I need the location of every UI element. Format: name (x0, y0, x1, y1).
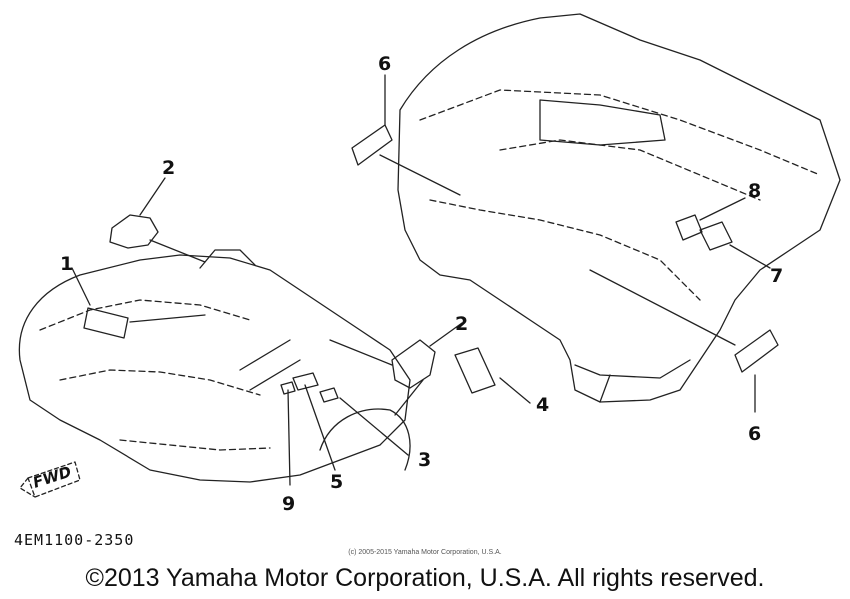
rear-fender-rack (539, 99, 691, 403)
callout-3: 3 (418, 449, 431, 471)
fwd-arrow-box (19, 461, 81, 498)
small-copyright: (c) 2005-2015 Yamaha Motor Corporation, … (348, 549, 502, 556)
front-fender-inner (39, 299, 271, 451)
label-6-upper-shape (351, 124, 393, 166)
leader-lines (71, 74, 771, 486)
label-1-shape (83, 307, 129, 339)
label-5-shape (292, 372, 319, 391)
callout-2-lower: 2 (455, 313, 468, 335)
label-8-shape (675, 214, 703, 241)
fwd-label: FWD (31, 463, 74, 492)
callout-1: 1 (60, 253, 73, 275)
front-fender-wheel-arch (199, 249, 411, 471)
callout-8: 8 (748, 180, 761, 202)
callout-6-upper: 6 (378, 53, 391, 75)
rear-fender-inner (419, 89, 821, 301)
callout-9: 9 (282, 493, 295, 515)
label-parts-diagram: 1 2 2 3 4 5 6 6 7 8 9 FWD (18, 13, 841, 515)
label-9-shape (280, 381, 296, 395)
callout-4: 4 (536, 394, 549, 416)
rear-fender-outline (397, 13, 841, 403)
callout-6-lower: 6 (748, 423, 761, 445)
label-6-lower-shape (734, 329, 779, 373)
callout-2-upper: 2 (162, 157, 175, 179)
label-4-shape (454, 347, 496, 394)
part-code: 4EM1100-2350 (14, 531, 135, 549)
callout-5: 5 (330, 471, 343, 493)
label-2-lower-shape (391, 339, 436, 389)
callout-7: 7 (770, 265, 783, 287)
label-2-upper-shape (109, 214, 159, 249)
label-7-shape (699, 221, 733, 251)
copyright-notice: ©2013 Yamaha Motor Corporation, U.S.A. A… (85, 564, 765, 592)
front-fender-outline (18, 254, 411, 483)
label-3-shape (319, 387, 339, 403)
